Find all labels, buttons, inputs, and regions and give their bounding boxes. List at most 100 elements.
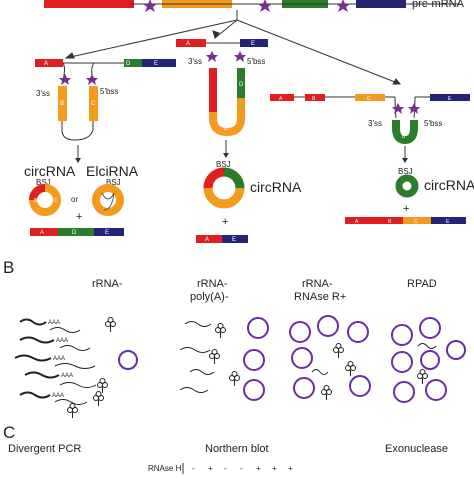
linear-rna <box>19 391 51 399</box>
svg-text:D: D <box>72 230 77 236</box>
exonuclease-label: Exonuclease <box>385 443 448 455</box>
svg-text:B: B <box>402 134 406 140</box>
svg-text:ElciRNA: ElciRNA <box>86 163 139 179</box>
middle-pathway: A E 3'ss 5'bss D B BSJ circRNA + A E <box>176 39 302 243</box>
col-rnaser-l1: rRNA- <box>302 278 333 290</box>
circular-rna <box>243 349 265 371</box>
star-icon <box>336 0 350 12</box>
svg-text:D: D <box>126 61 131 67</box>
pre-mrna-label: pre-mRNA <box>412 0 465 10</box>
svg-text:A: A <box>44 61 48 67</box>
svg-text:BSJ: BSJ <box>106 178 121 187</box>
rnase-signs: - + - - + + + <box>192 464 293 473</box>
linear-rna <box>311 369 329 375</box>
linear-rna <box>59 345 91 351</box>
polya-tail: AAA <box>48 320 60 326</box>
svg-text:circRNA: circRNA <box>424 177 474 193</box>
linear-rna <box>54 363 96 369</box>
trna-loop <box>347 361 354 367</box>
svg-text:5'bss: 5'bss <box>424 119 442 128</box>
svg-text:B: B <box>224 126 228 132</box>
star-icon <box>258 0 272 12</box>
pre-mrna-strip: pre-mRNA <box>44 0 465 10</box>
svg-text:-: - <box>240 464 243 473</box>
right-pathway: A B C E 3'ss 5'bss B BSJ circRNA + A B C… <box>270 94 474 225</box>
trna-loop <box>211 349 218 355</box>
svg-text:A: A <box>205 237 209 243</box>
divergent-pcr-label: Divergent PCR <box>8 443 81 455</box>
trna-loop <box>419 369 426 375</box>
svg-text:circRNA: circRNA <box>24 163 76 179</box>
linear-rna <box>14 354 52 362</box>
circular-rna <box>118 350 138 370</box>
svg-text:E: E <box>154 61 158 67</box>
svg-text:+: + <box>76 211 82 223</box>
svg-text:+: + <box>208 464 213 473</box>
svg-text:C: C <box>54 198 58 204</box>
svg-text:C: C <box>91 101 96 107</box>
svg-text:+: + <box>256 464 261 473</box>
polya-tail: AAA <box>56 338 68 344</box>
svg-text:A: A <box>40 230 44 236</box>
svg-text:A: A <box>186 41 190 47</box>
svg-text:B: B <box>60 101 64 107</box>
polya-tail: AAA <box>61 373 73 379</box>
svg-text:BSJ: BSJ <box>216 160 231 169</box>
circrna-ring-right <box>395 174 419 198</box>
left-pathway: A D E B C 3'ss 5'bss circRNA ElciRNA BSJ… <box>24 59 176 236</box>
svg-text:E: E <box>251 41 255 47</box>
trna-loop <box>231 371 238 377</box>
circular-rna <box>347 321 369 343</box>
star-icon <box>408 103 420 114</box>
top-stars <box>143 0 350 12</box>
col-rrna: rRNA- <box>92 278 123 290</box>
svg-text:E: E <box>105 230 109 236</box>
trna-loop <box>323 385 330 391</box>
trna-loop <box>217 323 224 329</box>
svg-text:D: D <box>239 82 244 88</box>
svg-text:3'ss: 3'ss <box>36 89 50 98</box>
polya-tail: AAA <box>53 356 65 362</box>
circular-rna <box>247 317 269 339</box>
svg-text:3'ss: 3'ss <box>368 119 382 128</box>
circular-rna <box>293 377 315 399</box>
svg-text:C: C <box>367 96 371 102</box>
col-rnaser-l2: RNAse R+ <box>294 291 346 303</box>
svg-text:+: + <box>403 203 409 215</box>
trna-loop <box>107 317 114 323</box>
panel-c-label: C <box>3 423 15 442</box>
linear-rna <box>189 369 215 375</box>
svg-text:B: B <box>34 198 38 204</box>
circular-rna <box>243 379 265 401</box>
col-polya-l1: rRNA- <box>197 278 228 290</box>
svg-text:BSJ: BSJ <box>36 178 51 187</box>
star-icon <box>392 103 404 114</box>
star-icon <box>59 74 71 85</box>
circular-rna <box>419 317 441 339</box>
circular-rna <box>317 315 339 337</box>
col-rpad: RPAD <box>407 278 437 290</box>
svg-text:+: + <box>272 464 277 473</box>
svg-text:or: or <box>71 195 78 204</box>
linear-rna <box>19 336 55 344</box>
linear-rna <box>24 371 60 379</box>
trna-loop <box>95 391 102 397</box>
circular-rna <box>391 351 413 373</box>
circular-rna <box>420 350 440 370</box>
svg-text:-: - <box>224 464 227 473</box>
elcirna-ring <box>92 184 124 216</box>
linear-rna <box>49 327 81 333</box>
linear-rna <box>59 382 97 388</box>
circular-rna <box>289 321 311 343</box>
star-icon <box>206 51 218 62</box>
svg-text:circRNA: circRNA <box>250 179 302 195</box>
panel-b-label: B <box>3 258 14 277</box>
star-icon <box>86 74 98 85</box>
svg-text:3'ss: 3'ss <box>188 57 202 66</box>
svg-text:+: + <box>222 216 228 228</box>
svg-text:A: A <box>355 219 359 225</box>
svg-text:B: B <box>312 96 316 102</box>
